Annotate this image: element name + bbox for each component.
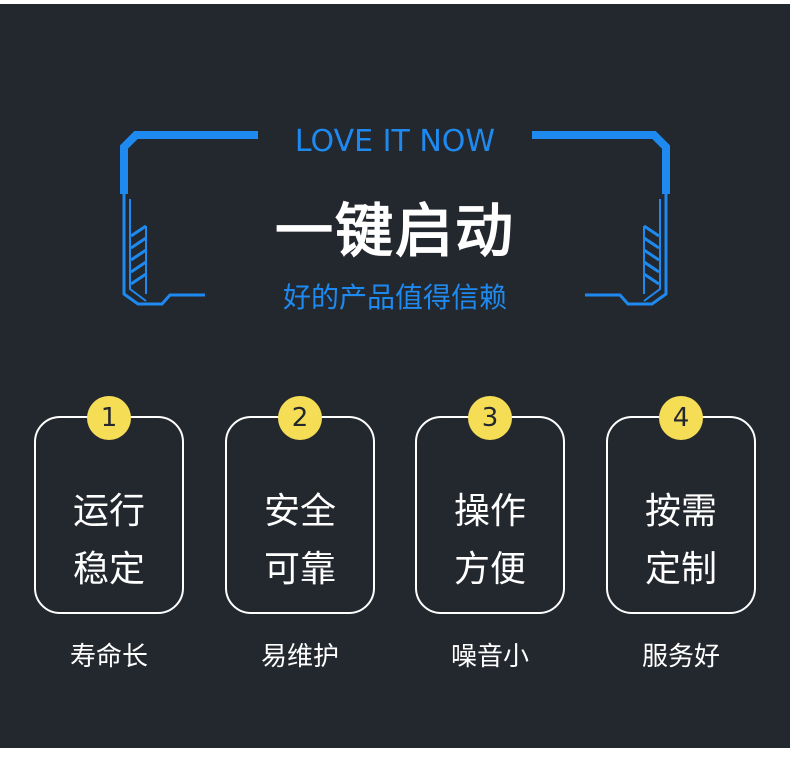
- feature-card-2: 2 安全 可靠: [225, 396, 375, 614]
- feature-caption-3: 噪音小: [450, 642, 529, 672]
- feature-caption-1: 寿命长: [69, 642, 148, 672]
- decorative-bracket-frame: [120, 131, 670, 306]
- feature-card-1: 1 运行 稳定: [34, 396, 184, 614]
- feature-title-line-1: 按需: [644, 491, 717, 532]
- banner-panel: LOVE IT NOW 一键启动 好的产品值得信赖 1 运行 稳定 寿命长 2 …: [0, 4, 790, 748]
- feature-card-4: 4 按需 定制: [606, 396, 756, 614]
- number-badge: 3: [468, 396, 512, 440]
- feature-title-line-2: 稳定: [72, 549, 145, 590]
- feature-title-line-1: 运行: [72, 491, 145, 532]
- feature-caption-2: 易维护: [260, 642, 339, 672]
- feature-title-line-2: 方便: [453, 549, 526, 590]
- feature-title-line-2: 可靠: [263, 549, 336, 590]
- number-badge: 4: [659, 396, 703, 440]
- feature-title-line-1: 操作: [453, 491, 526, 532]
- feature-card-3: 3 操作 方便: [415, 396, 565, 614]
- feature-title-line-2: 定制: [644, 549, 717, 590]
- page-subtitle: 好的产品值得信赖: [282, 281, 507, 314]
- feature-caption-4: 服务好: [641, 642, 720, 672]
- feature-title-line-1: 安全: [263, 491, 336, 532]
- page-title: 一键启动: [274, 197, 515, 265]
- eyebrow-text: LOVE IT NOW: [294, 124, 496, 159]
- number-badge: 2: [278, 396, 322, 440]
- number-badge: 1: [87, 396, 131, 440]
